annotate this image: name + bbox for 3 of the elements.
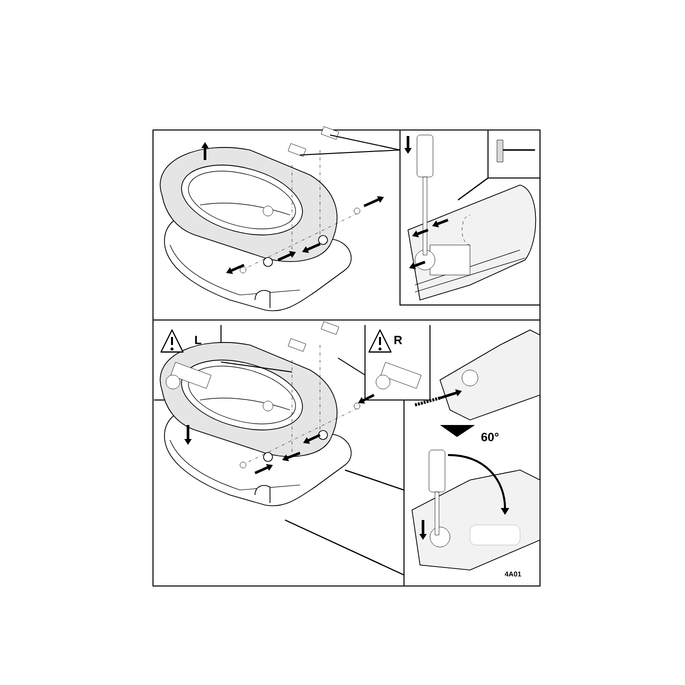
angle-label: 60° [480, 432, 500, 442]
side-letter: R [394, 336, 402, 344]
side-letter: L [195, 336, 202, 344]
